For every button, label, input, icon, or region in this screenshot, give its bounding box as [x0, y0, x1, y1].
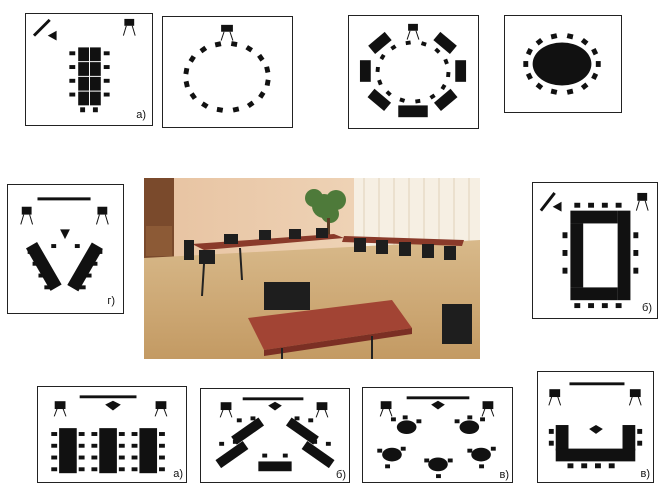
- chair: [215, 41, 222, 47]
- chair: [247, 101, 255, 108]
- projector-icon: [431, 401, 445, 410]
- layout-panel-round-table: [504, 15, 622, 113]
- projector-icon: [48, 31, 57, 41]
- panel-label: г): [107, 295, 115, 307]
- flipchart-icon: [21, 207, 108, 225]
- chairs: [183, 41, 270, 113]
- chair: [536, 82, 544, 89]
- chair: [183, 68, 189, 75]
- chair: [405, 41, 410, 46]
- panel-label: в): [499, 469, 509, 481]
- round-tables: [382, 420, 491, 471]
- layout-panel-bottom-a: а): [37, 386, 187, 483]
- chair: [446, 72, 450, 77]
- chair: [581, 82, 589, 89]
- chair: [421, 41, 427, 46]
- panel-label: б): [336, 469, 346, 481]
- chair: [245, 45, 253, 52]
- chair: [386, 90, 392, 96]
- tables: [215, 418, 334, 472]
- chair: [526, 73, 533, 80]
- layout-panel-bottom-v1: в): [362, 387, 513, 483]
- banquet-rounds-layout-diagram: [363, 388, 512, 482]
- v-shape-layout-diagram: [8, 185, 123, 313]
- chair: [591, 73, 598, 80]
- chair: [190, 92, 197, 100]
- circle-of-chairs-diagram: [163, 17, 292, 127]
- chair: [233, 106, 240, 112]
- u-shape-layout-diagram: [538, 372, 653, 482]
- chair: [231, 41, 238, 47]
- hollow-rectangle-layout-diagram: [533, 183, 657, 318]
- chair: [200, 46, 208, 53]
- chair: [443, 59, 448, 65]
- chair: [429, 94, 435, 100]
- projector-icon: [268, 402, 282, 411]
- flipchart-icon: [549, 390, 641, 406]
- chair: [399, 97, 405, 102]
- round-table: [533, 42, 592, 85]
- chair: [377, 79, 382, 85]
- screen-icon: [541, 193, 555, 211]
- tables: [26, 242, 103, 291]
- projector-icon: [589, 425, 603, 434]
- chair: [415, 99, 420, 104]
- projector-icon: [553, 202, 562, 212]
- layout-panel-left-g: г): [7, 184, 124, 314]
- chair: [390, 44, 396, 50]
- chair: [434, 48, 440, 54]
- chair: [376, 67, 380, 72]
- chair: [591, 48, 598, 55]
- chair: [189, 55, 196, 63]
- chair: [567, 89, 574, 95]
- table-block: [78, 47, 101, 105]
- flipchart-icon: [123, 19, 135, 36]
- chair: [596, 61, 601, 67]
- chair: [581, 38, 589, 45]
- panel-label: б): [642, 302, 652, 314]
- boardroom-layout-diagram: [26, 14, 152, 125]
- classroom-layout-diagram: [38, 387, 186, 482]
- chair: [201, 101, 209, 108]
- layout-panel-bottom-v2: в): [537, 371, 654, 483]
- chair: [257, 54, 264, 62]
- layout-panel-right-b: б): [532, 182, 658, 319]
- chair: [536, 38, 544, 45]
- chair: [551, 89, 558, 95]
- chair: [258, 91, 265, 99]
- chair: [217, 107, 224, 113]
- chair: [184, 81, 190, 88]
- tables: [59, 428, 157, 473]
- chair: [441, 84, 447, 90]
- chair: [567, 33, 574, 39]
- layout-panel-octagon: [348, 15, 479, 129]
- flipchart-icon: [407, 24, 419, 40]
- chair: [265, 79, 271, 86]
- flipchart-icon: [221, 25, 233, 41]
- conference-room-photo: [144, 178, 480, 359]
- chair: [551, 33, 558, 39]
- chair: [523, 61, 528, 67]
- chairs: [69, 51, 109, 112]
- panel-label: а): [173, 468, 183, 480]
- layout-panel-bottom-b: б): [200, 388, 350, 483]
- panel-label: в): [640, 468, 650, 480]
- layout-panel-top-a: а): [25, 13, 153, 126]
- projector-icon: [105, 401, 121, 411]
- hollow-octagon-diagram: [349, 16, 478, 128]
- tables: [570, 211, 630, 301]
- layout-panel-circle-chairs: [162, 16, 293, 128]
- screen-icon: [34, 20, 50, 36]
- chairs: [376, 41, 451, 104]
- projector-icon: [60, 229, 70, 239]
- chair: [380, 54, 386, 60]
- flipchart-icon: [636, 193, 648, 211]
- panel-label: а): [136, 109, 146, 121]
- round-table-diagram: [505, 16, 621, 112]
- chair: [264, 66, 270, 73]
- chair: [526, 48, 533, 55]
- herringbone-layout-diagram: [201, 389, 349, 482]
